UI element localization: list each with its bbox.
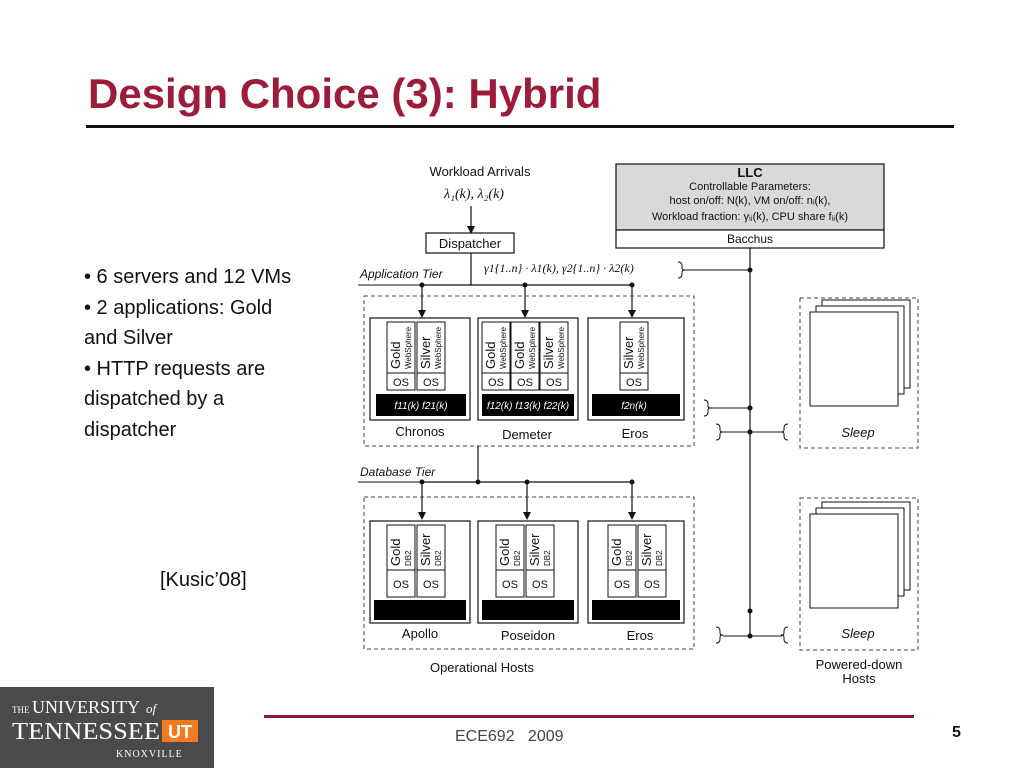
vm-os-label: OS (393, 377, 409, 389)
bullet-line: dispatched by a (84, 388, 225, 410)
host-name: Eros (622, 426, 649, 441)
logo-university: UNIVERSITY (32, 697, 140, 717)
vm-db2-label: DB2 (513, 550, 522, 566)
vm-os-label: OS (546, 377, 562, 389)
dispatcher-label: Dispatcher (439, 236, 502, 251)
vm-os-label: OS (393, 579, 409, 591)
vm-os-label: OS (532, 579, 548, 591)
vm-os-label: OS (502, 579, 518, 591)
sleep-label: Sleep (841, 626, 874, 641)
vm-websphere-label: WebSphere (499, 326, 508, 369)
llc-title: LLC (737, 165, 763, 180)
cpu-share-label: f12(k) f13(k) f22(k) (487, 401, 569, 412)
footer-course: ECE692 2009 (455, 728, 564, 745)
llc-box (615, 163, 885, 231)
operational-hosts-label: Operational Hosts (430, 660, 535, 675)
workload-arrivals-label: Workload Arrivals (430, 164, 531, 179)
bullet-line: • 6 servers and 12 VMs (84, 266, 292, 288)
vm-gold-label: Gold (388, 342, 403, 369)
bullet-line: and Silver (84, 327, 173, 349)
vm-os-label: OS (644, 579, 660, 591)
vm-websphere-label: WebSphere (637, 326, 646, 369)
vm-os-label: OS (517, 377, 533, 389)
application-tier-label: Application Tier (359, 267, 444, 281)
llc-line3: Workload fraction: γᵢⱼ(k), CPU share fᵢⱼ… (652, 211, 848, 223)
database-tier-label: Database Tier (360, 465, 436, 479)
host-name: Demeter (502, 427, 553, 442)
vm-websphere-label: WebSphere (404, 326, 413, 369)
powered-down-label: Powered-down (816, 657, 903, 672)
logo-tennessee: TENNESSEE (12, 719, 160, 745)
host-name: Apollo (402, 626, 438, 641)
logo-of: of (146, 701, 159, 716)
footer-rule (264, 715, 914, 718)
vm-silver-label: Silver (527, 533, 542, 566)
vm-os-label: OS (626, 377, 642, 389)
vm-gold-label: Gold (388, 539, 403, 566)
llc-line2: host on/off: N(k), VM on/off: nᵢ(k), (670, 195, 831, 207)
bullet-list: • 6 servers and 12 VMs • 2 applications:… (84, 262, 334, 445)
citation: [Kusic’08] (160, 569, 247, 591)
vm-silver-label: Silver (418, 336, 433, 369)
lambda-expression: λ₁(k), λ₂(k) (443, 187, 504, 202)
vm-db2-label: DB2 (404, 550, 413, 566)
host-name: Eros (627, 628, 654, 643)
logo-knoxville: KNOXVILLE (116, 749, 183, 760)
database-tier-area (363, 496, 695, 650)
vm-db2-label: DB2 (543, 550, 552, 566)
host-name: Chronos (395, 424, 445, 439)
sleep-group-app (799, 297, 919, 449)
vm-gold-label: Gold (483, 342, 498, 369)
dispatcher-box (425, 232, 515, 254)
vm-gold-label: Gold (497, 539, 512, 566)
title-underline (86, 125, 954, 128)
application-tier-area (363, 295, 695, 447)
vm-os-label: OS (423, 377, 439, 389)
vm-silver-label: Silver (418, 533, 433, 566)
vm-db2-label: DB2 (625, 550, 634, 566)
vm-websphere-label: WebSphere (528, 326, 537, 369)
bullet-line: • HTTP requests are (84, 357, 266, 380)
sleep-label: Sleep (841, 425, 874, 440)
vm-silver-label: Silver (639, 533, 654, 566)
bacchus-label: Bacchus (727, 232, 773, 246)
vm-websphere-label: WebSphere (434, 326, 443, 369)
vm-os-label: OS (423, 579, 439, 591)
sleep-group-db (799, 497, 919, 651)
logo-the: THE (12, 705, 30, 715)
vm-websphere-label: WebSphere (557, 326, 566, 369)
slide-title: Design Choice (3): Hybrid (88, 70, 602, 117)
vm-silver-label: Silver (621, 336, 636, 369)
cpu-share-label: f2n(k) (621, 401, 647, 412)
gamma-expression: γ1{1..n} · λ1(k), γ2{1..n} · λ2(k) (484, 261, 634, 275)
cpu-share-label: f11(k) f21(k) (394, 401, 447, 412)
powered-down-label: Hosts (842, 671, 876, 686)
page-number: 5 (952, 724, 961, 741)
vm-db2-label: DB2 (655, 550, 664, 566)
vm-os-label: OS (488, 377, 504, 389)
vm-silver-label: Silver (541, 336, 556, 369)
host-name: Poseidon (501, 628, 555, 643)
vm-gold-label: Gold (512, 342, 527, 369)
bullet-line: dispatcher (84, 418, 177, 441)
logo-ut: UT (168, 722, 192, 742)
vm-os-label: OS (614, 579, 630, 591)
university-logo: THE UNIVERSITY of TENNESSEE UT KNOXVILLE (0, 687, 214, 768)
vm-gold-label: Gold (609, 539, 624, 566)
bullet-line: • 2 applications: Gold (84, 296, 273, 319)
vm-db2-label: DB2 (434, 550, 443, 566)
llc-line1: Controllable Parameters: (689, 181, 811, 193)
